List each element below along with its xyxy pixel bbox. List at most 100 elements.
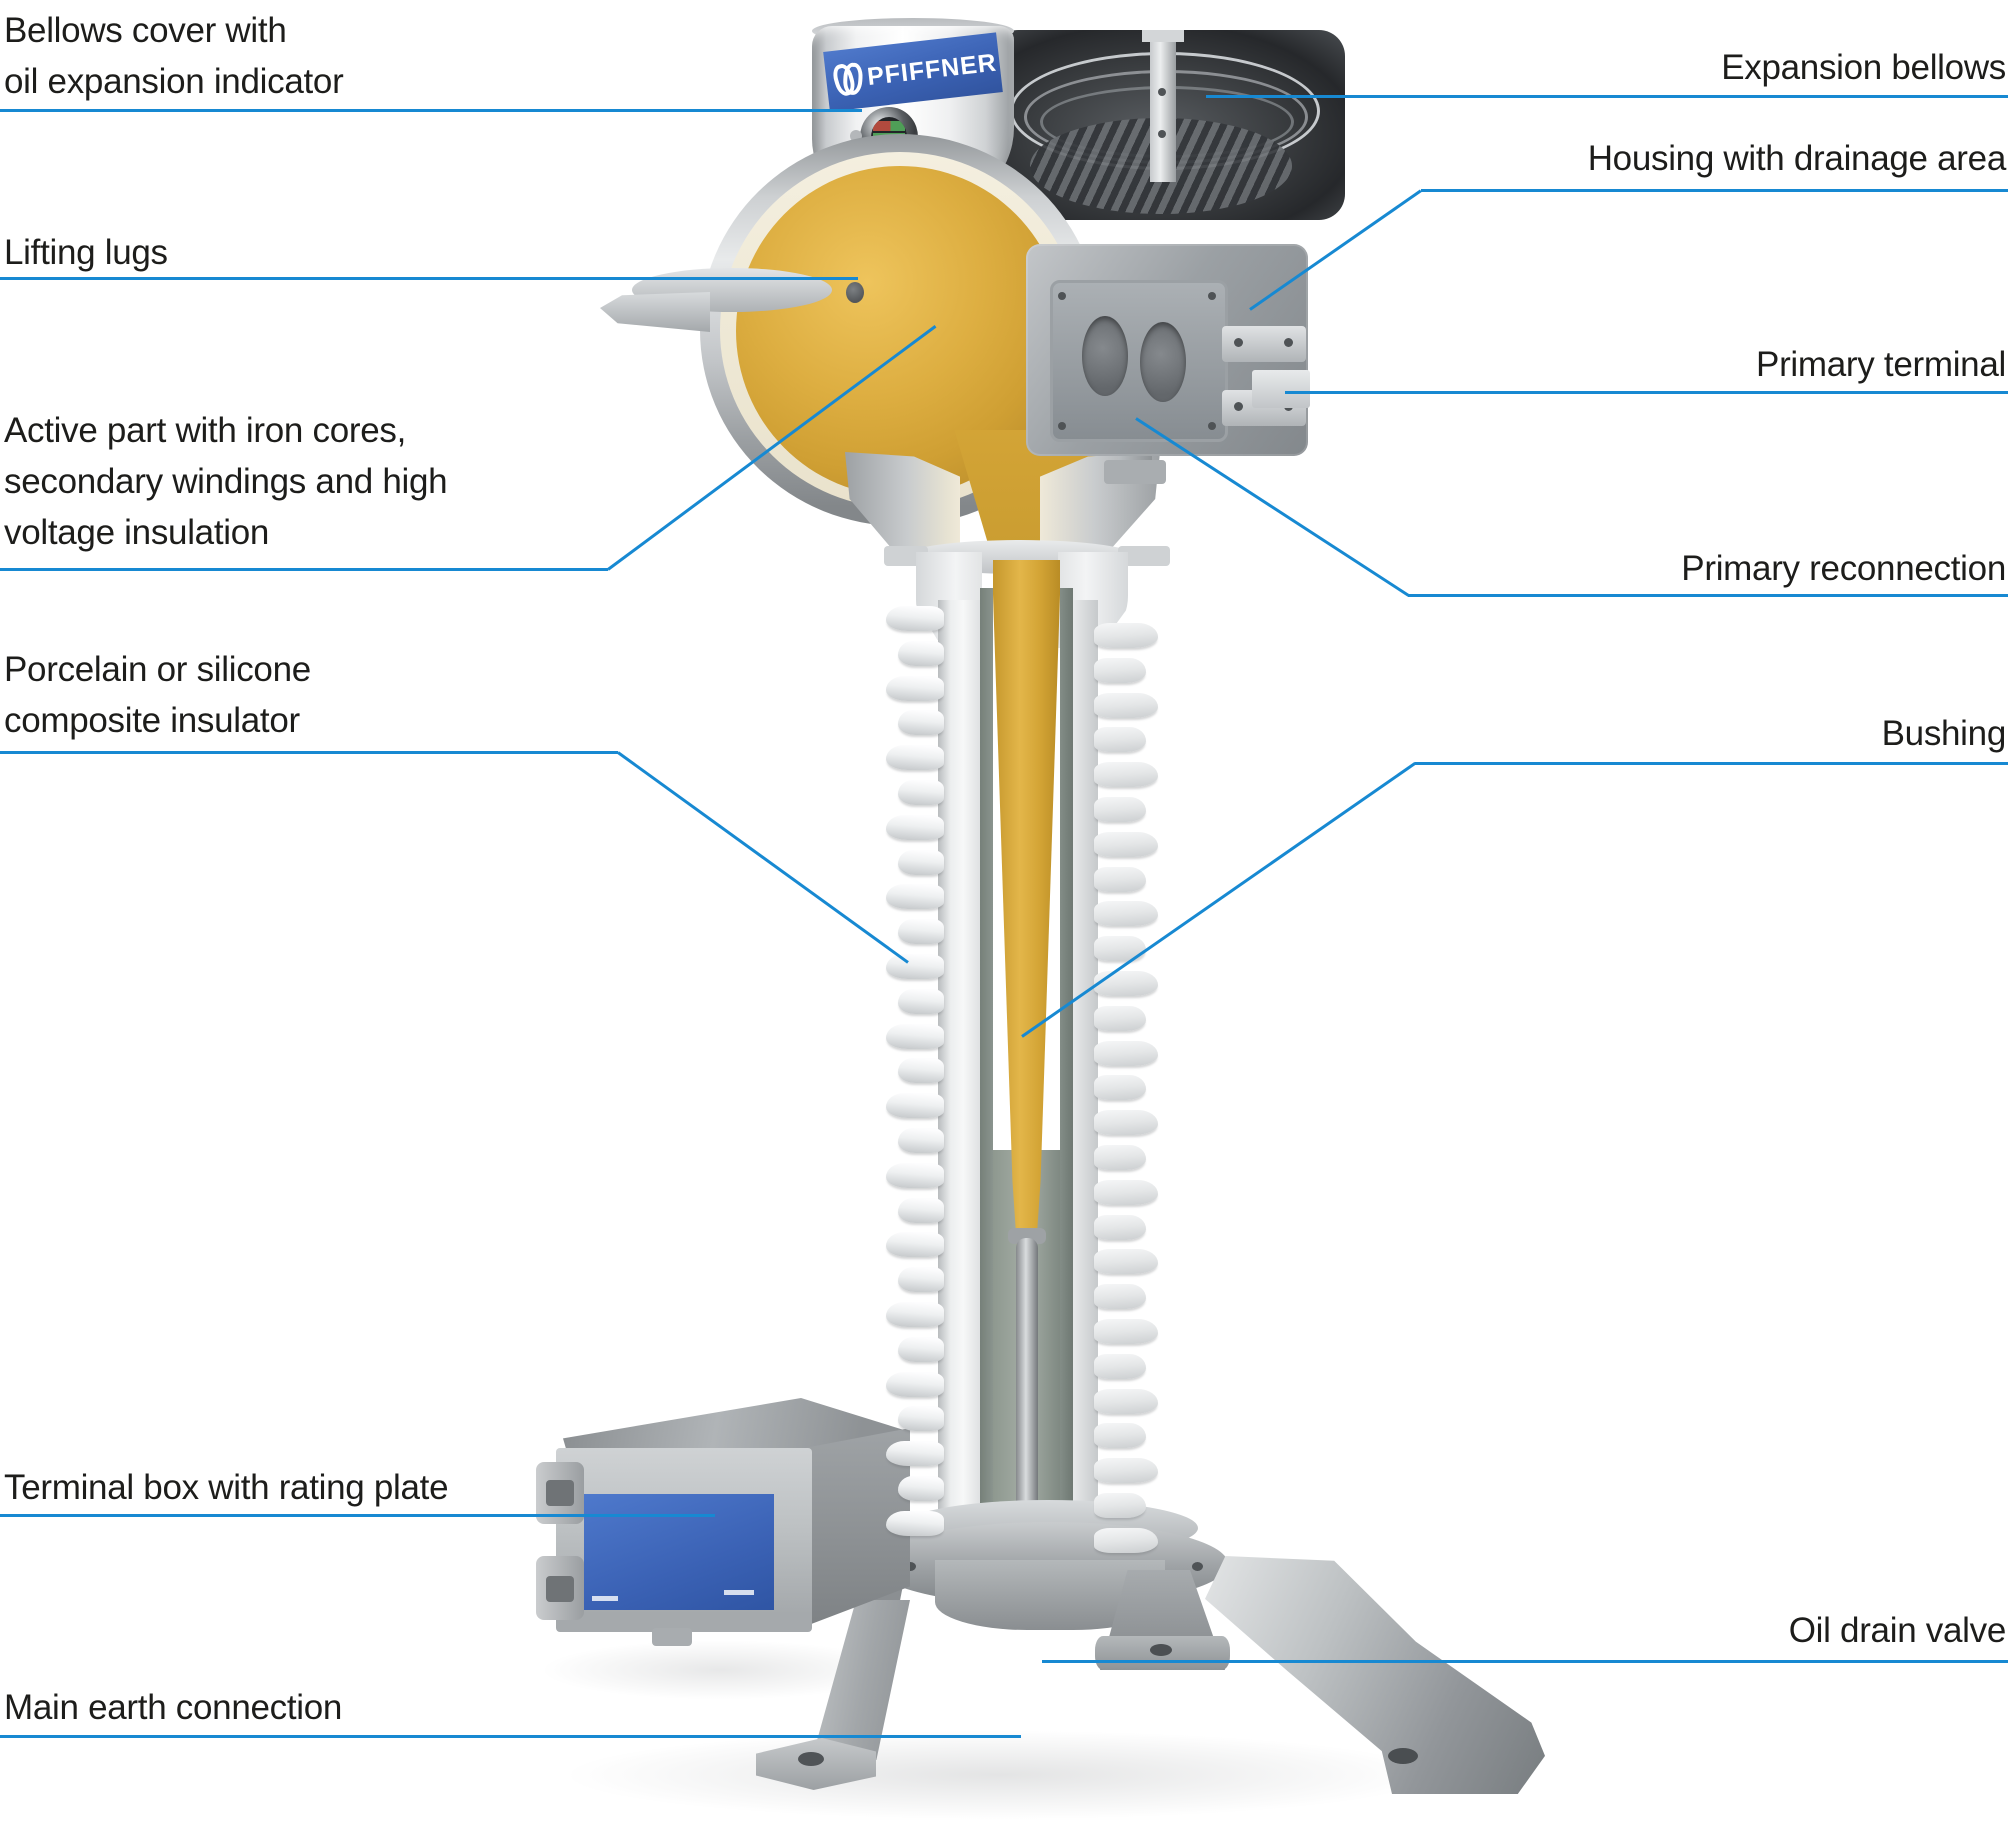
rating-plate-text-mark: [592, 1596, 618, 1601]
insulator-shed: [1094, 1458, 1158, 1484]
insulator-shed: [898, 849, 944, 875]
indicator-band: [873, 121, 905, 131]
leader-porcelain-diag: [617, 751, 909, 964]
shoulder-ear: [1118, 546, 1170, 566]
bracket-tab: [1142, 30, 1184, 42]
insulator-shed: [898, 780, 944, 805]
bellows-bracket: [1150, 30, 1176, 182]
insulator-shed: [1094, 797, 1146, 822]
insulator-shed: [1094, 1388, 1158, 1414]
lifting-lug-hole: [846, 282, 864, 303]
insulator-wall-left: [938, 600, 980, 1545]
insulator-shed: [1094, 1353, 1146, 1379]
insulator-shed: [1094, 1214, 1146, 1240]
label-bellows-cover: Bellows cover with oil expansion indicat…: [4, 11, 344, 101]
insulator-shed: [1094, 901, 1158, 927]
insulator-shed: [898, 640, 944, 666]
insulator-shed: [1094, 1179, 1158, 1205]
insulator-shed: [1094, 727, 1146, 753]
leader-terminal-box: [0, 1514, 715, 1517]
leader-bellows-cover: [0, 109, 862, 112]
insulator-shed: [886, 1232, 944, 1258]
leader-main-earth: [0, 1735, 1021, 1738]
insulator-shed: [1094, 657, 1146, 683]
insulator-shed: [1094, 1249, 1158, 1275]
insulator-shed: [898, 1406, 944, 1432]
insulator-shed: [886, 884, 944, 910]
insulator-shed: [1094, 1040, 1158, 1066]
label-primary-reconnection: Primary reconnection: [1681, 549, 2006, 588]
brand-logo-icon: [830, 61, 864, 98]
insulator-shed: [886, 1371, 944, 1397]
terminal-hole: [1082, 316, 1128, 396]
leader-bushing-h: [1415, 762, 2008, 765]
label-terminal-box: Terminal box with rating plate: [4, 1468, 449, 1507]
insulator-shed: [886, 1510, 944, 1536]
insulator-shed: [1094, 1110, 1158, 1136]
leader-oil-drain: [1042, 1660, 2008, 1663]
leader-primary-terminal: [1285, 391, 2008, 394]
label-main-earth: Main earth connection: [4, 1688, 343, 1727]
insulator-shed: [898, 1336, 944, 1362]
insulator-shed: [898, 1128, 944, 1153]
label-expansion-bellows: Expansion bellows: [1721, 48, 2006, 87]
insulator-shed: [1094, 831, 1158, 857]
brand-logo-text: PFIFFNER: [865, 48, 999, 91]
label-active-part: Active part with iron cores, secondary w…: [4, 411, 448, 552]
insulator-shed: [886, 606, 944, 631]
insulator-shed: [898, 710, 944, 736]
label-housing-drainage: Housing with drainage area: [1587, 139, 2007, 178]
throat-bracket-foot: [1104, 460, 1166, 484]
bushing-cone: [993, 560, 1060, 1250]
leader-primary-reconnection-h: [1408, 594, 2008, 597]
insulator-shed: [898, 1058, 944, 1084]
insulator-shed: [1094, 1423, 1146, 1449]
insulator-shed: [1094, 1005, 1146, 1031]
label-lifting-lugs: Lifting lugs: [4, 233, 168, 272]
center-rod: [1016, 1238, 1038, 1548]
insulator-shed: [1094, 762, 1158, 788]
insulator-shed: [886, 1302, 944, 1327]
leader-porcelain-h: [0, 751, 618, 754]
insulator-shed: [1094, 866, 1146, 892]
leader-housing-h: [1421, 189, 2008, 192]
insulator-shed: [1094, 971, 1158, 996]
insulator-shed: [886, 1162, 944, 1188]
box-foot-tab: [652, 1628, 692, 1646]
insulator-shed: [898, 1267, 944, 1293]
lifting-wing: [600, 292, 710, 332]
hinge-clamp: [546, 1480, 574, 1506]
insulator-shed: [886, 814, 944, 840]
foot-bolt-hole: [1150, 1644, 1172, 1656]
insulator-shed: [1094, 1319, 1158, 1344]
insulator-shed: [898, 1476, 944, 1501]
insulator-shed: [886, 1023, 944, 1049]
insulator-shed: [1094, 1075, 1146, 1101]
floor-shadow: [560, 1730, 1440, 1820]
insulator-shed: [1094, 1145, 1146, 1170]
label-oil-drain-valve: Oil drain valve: [1788, 1611, 2007, 1650]
insulator-shed: [1094, 1527, 1158, 1553]
insulator-shed: [886, 675, 944, 701]
insulator-shed: [1094, 623, 1158, 648]
head-cut-section: [1000, 30, 1345, 220]
terminal-hole: [1140, 322, 1186, 402]
insulator-shed: [886, 745, 944, 771]
foot-bolt-hole: [1388, 1748, 1418, 1764]
rod-cap: [1008, 1228, 1046, 1244]
insulator-shed: [886, 954, 944, 979]
hinge-clamp: [546, 1576, 574, 1602]
insulator-shed: [886, 1441, 944, 1467]
tube-lining-left: [980, 588, 993, 1545]
foot-bolt-hole: [798, 1752, 824, 1766]
insulator-shed: [898, 919, 944, 945]
label-porcelain-insulator: Porcelain or silicone composite insulato…: [4, 650, 311, 740]
label-bushing: Bushing: [1881, 714, 2007, 753]
leader-expansion-bellows: [1206, 95, 2008, 98]
insulator-wall-right: [1072, 600, 1098, 1545]
insulator-shed: [886, 1093, 944, 1119]
leader-active-part-h: [0, 568, 608, 571]
insulator-shed: [1094, 1284, 1146, 1310]
insulator-shed: [898, 988, 944, 1014]
